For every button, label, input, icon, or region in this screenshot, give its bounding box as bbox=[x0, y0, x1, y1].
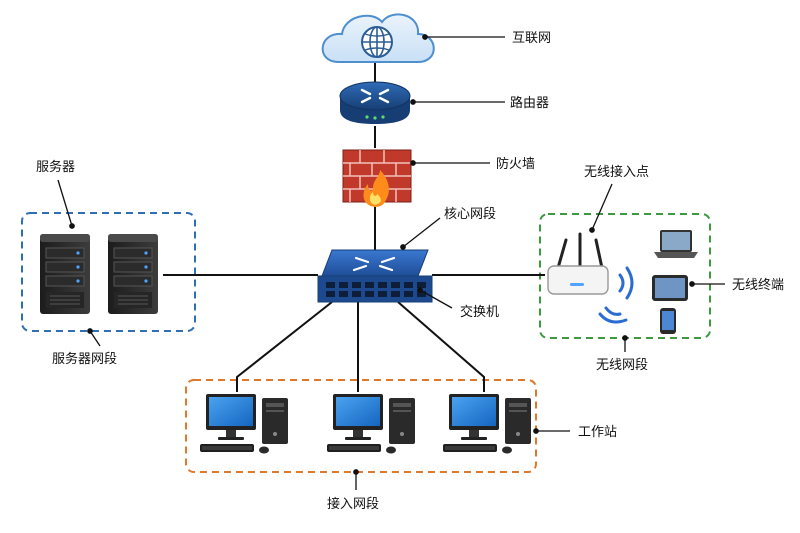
access-point-icon bbox=[547, 232, 609, 295]
label-wireless-segment: 无线网段 bbox=[596, 358, 648, 373]
label-workstations: 工作站 bbox=[578, 425, 617, 440]
server-icon bbox=[39, 233, 91, 315]
laptop-icon bbox=[654, 230, 698, 258]
switch-icon bbox=[317, 249, 433, 303]
label-core-segment: 核心网段 bbox=[444, 207, 496, 222]
network-links bbox=[163, 60, 545, 392]
cloud-globe-icon bbox=[321, 13, 435, 63]
label-server-segment: 服务器网段 bbox=[52, 351, 117, 367]
label-internet: 互联网 bbox=[512, 31, 551, 46]
label-access-point: 无线接入点 bbox=[584, 164, 649, 180]
access-segment-zone bbox=[185, 379, 537, 473]
label-access-segment: 接入网段 bbox=[327, 496, 379, 512]
workstation-icon bbox=[200, 394, 288, 454]
smartphone-icon bbox=[660, 308, 676, 334]
label-switch: 交换机 bbox=[460, 304, 499, 320]
firewall-icon bbox=[342, 149, 412, 207]
wifi-signal-icon bbox=[598, 266, 634, 324]
router-icon bbox=[339, 81, 411, 124]
label-leader-lines bbox=[57, 34, 725, 490]
workstation-icon bbox=[327, 394, 415, 454]
label-firewall: 防火墙 bbox=[496, 156, 535, 172]
tablet-icon bbox=[652, 275, 688, 301]
label-servers: 服务器 bbox=[36, 159, 75, 175]
label-wireless-terminals: 无线终端 bbox=[732, 277, 784, 293]
workstation-icon bbox=[443, 394, 531, 454]
server-segment-zone bbox=[21, 212, 196, 332]
label-router: 路由器 bbox=[510, 95, 549, 111]
server-icon bbox=[107, 233, 159, 315]
